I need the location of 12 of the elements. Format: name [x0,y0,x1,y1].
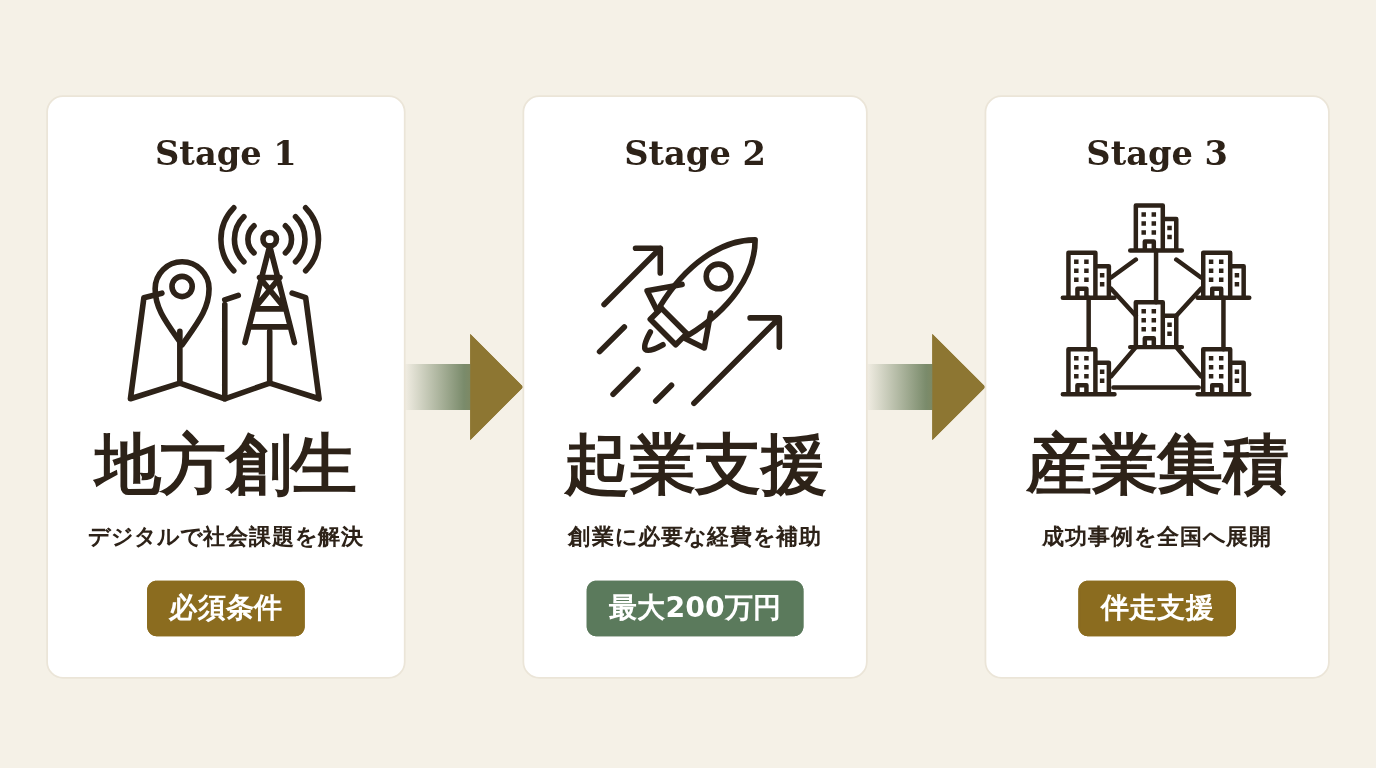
stage-description: 成功事例を全国へ展開 [1042,521,1273,551]
tag-badge: 最大200万円 [586,580,804,637]
stage-description: 創業に必要な経費を補助 [568,521,822,551]
tag-badge: 必須条件 [147,580,305,637]
stage-heading: 産業集積 [1026,424,1289,506]
stage-label: Stage 1 [155,132,297,175]
stage-label: Stage 3 [1086,132,1229,175]
stage-heading: 起業支援 [564,424,827,506]
stage-label: Stage 2 [624,132,766,175]
stage-description: デジタルで社会課題を解決 [87,521,364,551]
stage-heading: 地方創生 [94,424,357,506]
tag-badge: 伴走支援 [1078,580,1236,637]
